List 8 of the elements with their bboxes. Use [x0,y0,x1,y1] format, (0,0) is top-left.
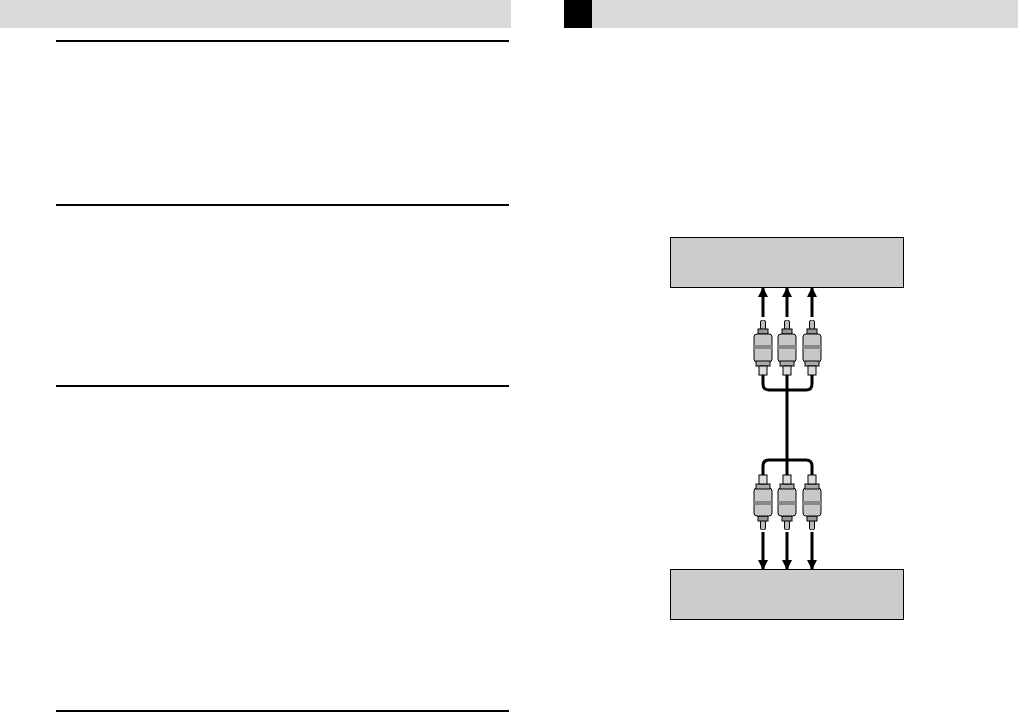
arrow [806,532,818,570]
arrow [781,532,793,570]
arrow [806,287,818,317]
arrow [781,287,793,317]
arrow [757,532,769,570]
device-box [670,569,904,620]
arrow [757,287,769,317]
device-box [670,237,904,288]
